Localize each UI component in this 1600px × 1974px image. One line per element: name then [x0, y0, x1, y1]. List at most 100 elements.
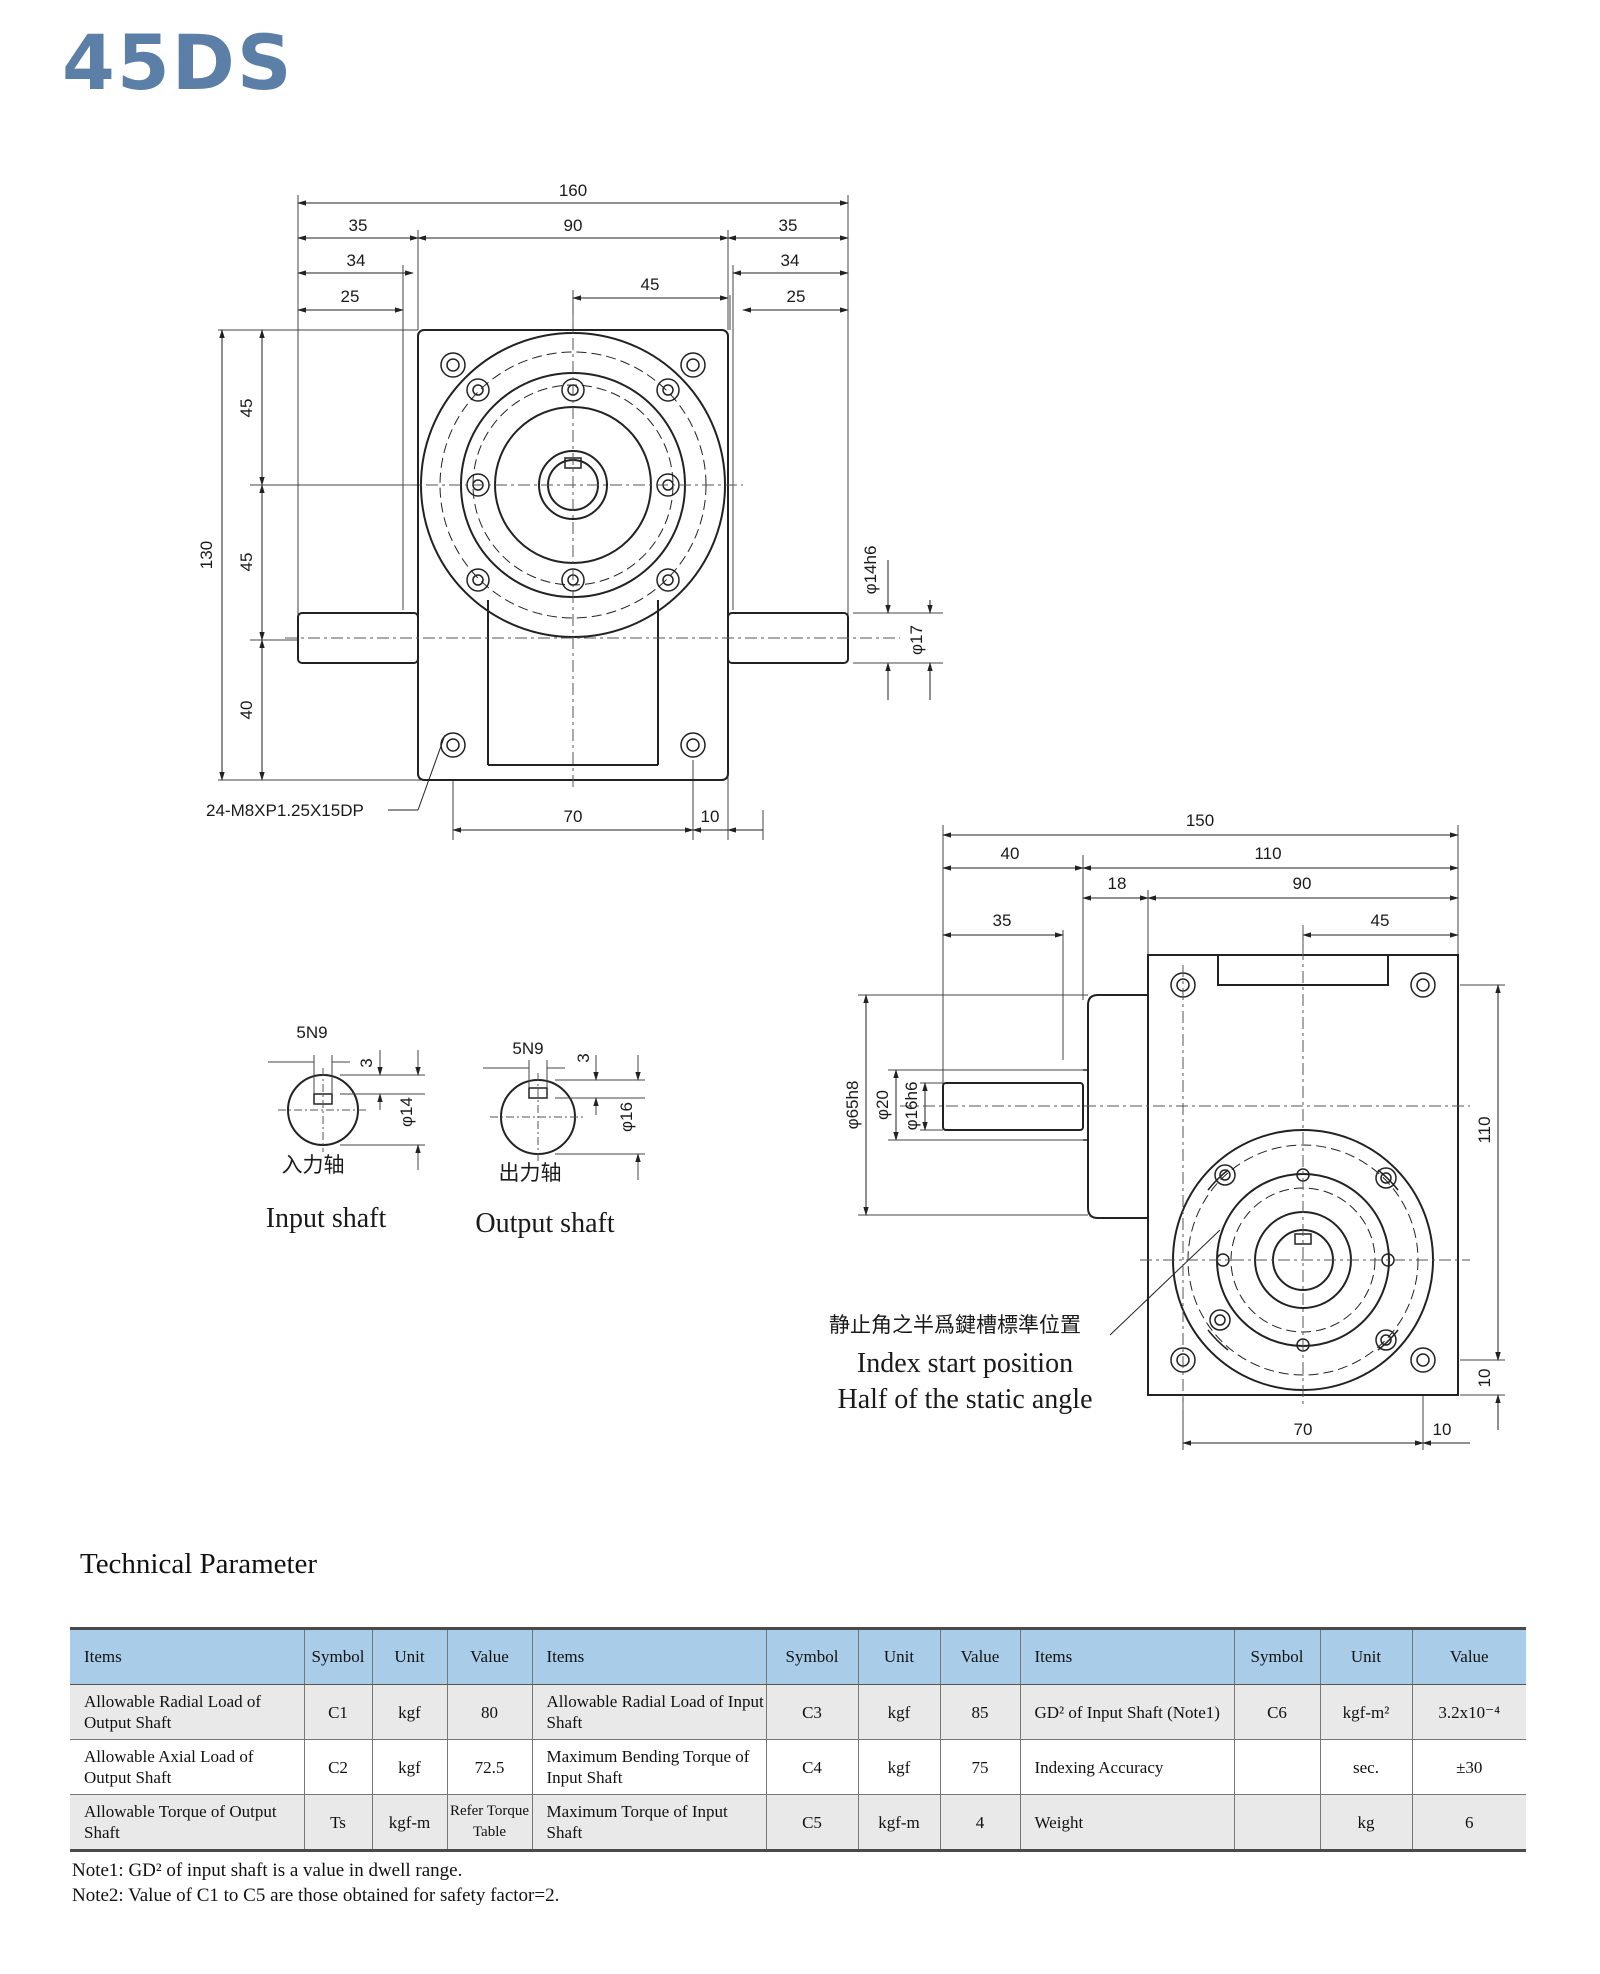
dim-40: 40 — [237, 701, 256, 720]
output-dia: φ16 — [617, 1102, 636, 1132]
dim-10-side: 10 — [1433, 1420, 1452, 1439]
input-shaft-detail — [268, 1050, 425, 1170]
dim-18: 18 — [1108, 874, 1127, 893]
table-cell — [1233, 1739, 1320, 1795]
dim-90: 90 — [564, 216, 583, 235]
dim-34-right: 34 — [781, 251, 800, 270]
dim-10: 10 — [701, 807, 720, 826]
dim-25-left: 25 — [341, 287, 360, 306]
table-cell: Indexing Accuracy — [1019, 1739, 1234, 1795]
index-note-en1: Index start position — [857, 1348, 1073, 1379]
table-row: Allowable Torque of Output Shaft Ts kgf-… — [70, 1794, 1526, 1852]
dim-phi65h8: φ65h8 — [843, 1081, 862, 1130]
output-shaft-detail — [483, 1055, 645, 1180]
table-cell: kgf-m — [371, 1794, 447, 1852]
table-cell: kgf — [857, 1684, 940, 1740]
dim-phi14h6: φ14h6 — [861, 546, 880, 595]
header-symbol-2: Symbol — [765, 1627, 858, 1685]
table-cell: kgf-m² — [1319, 1684, 1412, 1740]
table-cell: C1 — [303, 1684, 372, 1740]
table-cell: kg — [1319, 1794, 1412, 1852]
top-view-labels: 160 35 90 35 34 34 25 45 25 45 45 40 130… — [197, 181, 926, 826]
output-shaft-en: Output shaft — [475, 1208, 614, 1239]
dim-45-top: 45 — [641, 275, 660, 294]
header-items-3: Items — [1019, 1627, 1234, 1685]
table-cell: sec. — [1319, 1739, 1412, 1795]
dim-70-side: 70 — [1294, 1420, 1313, 1439]
table-cell: 72.5 — [446, 1739, 532, 1795]
footnotes: Note1: GD² of input shaft is a value in … — [72, 1858, 559, 1908]
input-dia: φ14 — [397, 1097, 416, 1127]
header-unit-1: Unit — [371, 1627, 447, 1685]
top-view — [218, 195, 943, 840]
dim-45-upper: 45 — [237, 399, 256, 418]
table-cell: Allowable Torque of Output Shaft — [70, 1794, 304, 1852]
table-cell: GD² of Input Shaft (Note1) — [1019, 1684, 1234, 1740]
table-cell: Ts — [303, 1794, 372, 1852]
header-symbol-1: Symbol — [303, 1627, 372, 1685]
table-row: Allowable Axial Load of Output Shaft C2 … — [70, 1739, 1526, 1795]
input-shaft-en: Input shaft — [266, 1203, 387, 1234]
input-shaft-cn: 入力轴 — [282, 1154, 345, 1177]
table-cell: Allowable Axial Load of Output Shaft — [70, 1739, 304, 1795]
table-cell: kgf-m — [857, 1794, 940, 1852]
page-title: 45DS — [62, 18, 294, 107]
dim-phi16h6: φ16h6 — [902, 1082, 921, 1131]
dim-45-side: 45 — [1371, 911, 1390, 930]
table-cell: Allowable Radial Load of Output Shaft — [70, 1684, 304, 1740]
dim-90-side: 90 — [1293, 874, 1312, 893]
dim-70: 70 — [564, 807, 583, 826]
dim-45-lower: 45 — [237, 553, 256, 572]
dim-phi17: φ17 — [907, 625, 926, 655]
table-cell: Maximum Torque of Input Shaft — [531, 1794, 766, 1852]
header-value-3: Value — [1411, 1627, 1526, 1685]
index-note-cn: 静止角之半爲鍵槽標準位置 — [829, 1314, 1081, 1337]
index-note-en2: Half of the static angle — [837, 1384, 1092, 1415]
output-key-label: 5N9 — [512, 1039, 543, 1058]
table-row: Allowable Radial Load of Output Shaft C1… — [70, 1684, 1526, 1740]
dim-35-left: 35 — [349, 216, 368, 235]
table-header-row: Items Symbol Unit Value Items Symbol Uni… — [70, 1627, 1526, 1685]
dim-110-top: 110 — [1254, 844, 1281, 863]
dim-40-side: 40 — [1001, 844, 1020, 863]
table-cell: C2 — [303, 1739, 372, 1795]
output-key-depth: 3 — [574, 1053, 593, 1062]
header-symbol-3: Symbol — [1233, 1627, 1320, 1685]
table-cell: 3.2x10⁻⁴ — [1411, 1684, 1526, 1740]
table-cell: C4 — [765, 1739, 858, 1795]
technical-parameter-table: Items Symbol Unit Value Items Symbol Uni… — [70, 1627, 1526, 1852]
table-cell: Refer Torque Table — [446, 1794, 532, 1852]
dim-130: 130 — [197, 541, 216, 569]
header-value-1: Value — [446, 1627, 532, 1685]
side-view — [858, 825, 1505, 1450]
header-unit-2: Unit — [857, 1627, 940, 1685]
header-unit-3: Unit — [1319, 1627, 1412, 1685]
input-key-label: 5N9 — [296, 1023, 327, 1042]
table-cell: C5 — [765, 1794, 858, 1852]
note-1: Note1: GD² of input shaft is a value in … — [72, 1860, 463, 1881]
dim-34-left: 34 — [347, 251, 366, 270]
header-items-2: Items — [531, 1627, 766, 1685]
dim-35-side: 35 — [993, 911, 1012, 930]
dim-phi20: φ20 — [873, 1090, 892, 1120]
section-title: Technical Parameter — [80, 1548, 318, 1580]
table-cell — [1233, 1794, 1320, 1852]
output-shaft-cn: 出力轴 — [499, 1162, 562, 1185]
side-view-labels: 150 40 110 18 90 35 45 110 10 70 10 φ65h… — [829, 811, 1494, 1439]
table-cell: 4 — [939, 1794, 1020, 1852]
table-cell: Allowable Radial Load of Input Shaft — [531, 1684, 766, 1740]
table-cell: kgf — [371, 1739, 447, 1795]
dim-110-vertical: 110 — [1475, 1116, 1494, 1143]
table-cell: C6 — [1233, 1684, 1320, 1740]
dim-150: 150 — [1186, 811, 1214, 830]
note-2: Note2: Value of C1 to C5 are those obtai… — [72, 1885, 560, 1906]
dim-10-vertical: 10 — [1475, 1369, 1494, 1388]
table-cell: 85 — [939, 1684, 1020, 1740]
table-cell: 80 — [446, 1684, 532, 1740]
table-cell: kgf — [857, 1739, 940, 1795]
header-value-2: Value — [939, 1627, 1020, 1685]
dim-35-right: 35 — [779, 216, 798, 235]
table-cell: 75 — [939, 1739, 1020, 1795]
dim-25-right: 25 — [787, 287, 806, 306]
